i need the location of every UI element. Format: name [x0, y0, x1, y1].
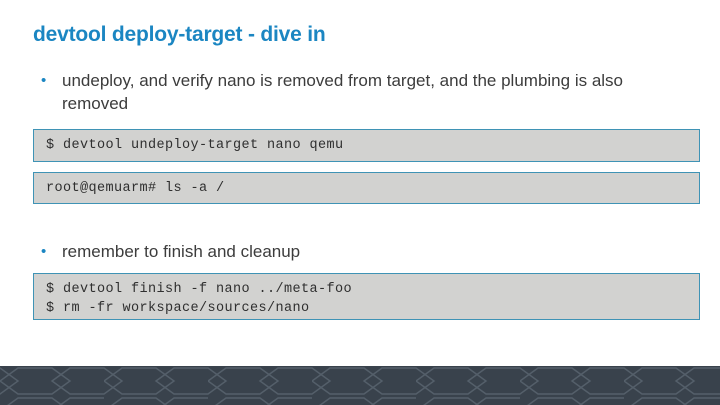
- bullet-text: undeploy, and verify nano is removed fro…: [62, 71, 623, 113]
- code-line: root@qemuarm# ls -a /: [46, 181, 225, 196]
- bullet-text: remember to finish and cleanup: [62, 242, 301, 261]
- code-line: $ rm -fr workspace/sources/nano: [46, 301, 310, 316]
- page-title: devtool deploy-target - dive in: [33, 23, 326, 46]
- bullet-item-undeploy: • undeploy, and verify nano is removed f…: [38, 69, 688, 115]
- code-line: $ devtool undeploy-target nano qemu: [46, 138, 344, 153]
- code-block-target-shell: root@qemuarm# ls -a /: [33, 172, 700, 204]
- bullet-item-cleanup: • remember to finish and cleanup: [38, 240, 688, 263]
- code-block-undeploy-target: $ devtool undeploy-target nano qemu: [33, 129, 700, 162]
- code-line: $ devtool finish -f nano ../meta-foo: [46, 282, 353, 297]
- hexagon-pattern-icon: [0, 366, 720, 405]
- bullet-marker-icon: •: [41, 72, 47, 89]
- code-block-finish-cleanup: $ devtool finish -f nano ../meta-foo $ r…: [33, 273, 700, 320]
- footer-decoration-band: [0, 366, 720, 405]
- bullet-marker-icon: •: [41, 243, 47, 260]
